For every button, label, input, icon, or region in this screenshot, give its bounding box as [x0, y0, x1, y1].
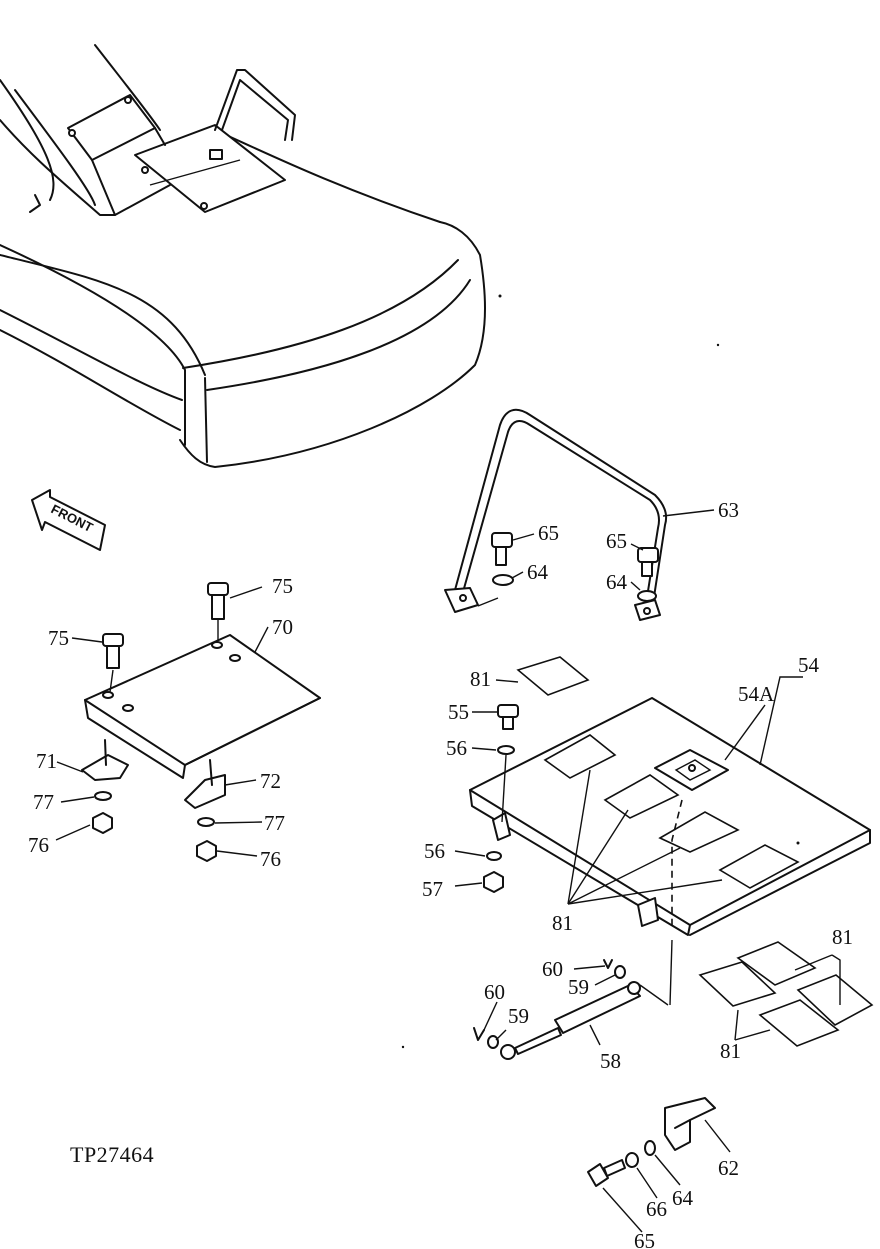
callout-57: 57: [422, 877, 443, 901]
leader-lines: [55, 509, 841, 1233]
bracket-72: [184, 759, 226, 809]
callout-75: 75: [48, 626, 69, 650]
callout-77: 77: [33, 790, 54, 814]
washer-64-right: [637, 590, 657, 602]
callout-63: 63: [718, 498, 739, 522]
callout-64: 64: [606, 570, 628, 594]
callout-71: 71: [36, 749, 57, 773]
callout-55: 55: [448, 700, 469, 724]
callout-81: 81: [720, 1039, 741, 1063]
gas-strut-58: [500, 981, 669, 1060]
callout-81: 81: [470, 667, 491, 691]
washer-77-left: [94, 791, 112, 801]
bolt-55: [497, 704, 519, 730]
callout-66: 66: [646, 1197, 667, 1221]
washer-77-right: [197, 817, 215, 827]
washer-66: [625, 1152, 639, 1168]
washer-59-upper: [614, 965, 626, 979]
callout-56: 56: [424, 839, 445, 863]
callout-60: 60: [542, 957, 563, 981]
callout-59: 59: [508, 1004, 529, 1028]
bracket-71: [81, 739, 129, 781]
washer-64-latch: [644, 1140, 656, 1156]
latch-62: [664, 1097, 716, 1151]
callout-54: 54: [798, 653, 820, 677]
callout-76: 76: [260, 847, 281, 871]
decal-81-loose: [516, 656, 590, 696]
washer-56-lower: [486, 851, 502, 861]
callout-labels: 75 75 70 71 72 77 77 76 76 65 64 65 64 6…: [28, 498, 853, 1249]
grab-handle-63: [444, 408, 668, 621]
nut-57: [483, 871, 504, 893]
callout-56: 56: [446, 736, 467, 760]
callout-75: 75: [272, 574, 293, 598]
callout-77: 77: [264, 811, 285, 835]
bolt-75-left: [102, 633, 124, 669]
clip-60-lower: [473, 1027, 485, 1041]
callout-70: 70: [272, 615, 293, 639]
callout-76: 76: [28, 833, 49, 857]
callout-81: 81: [832, 925, 853, 949]
bolt-75-top: [207, 582, 229, 620]
washer-59-lower: [487, 1035, 499, 1049]
washer-56-upper: [497, 745, 515, 755]
decal-sheet-81: [698, 941, 874, 1047]
callout-60: 60: [484, 980, 505, 1004]
nut-76-right: [196, 840, 217, 862]
callout-64: 64: [527, 560, 549, 584]
screw-65-latch: [587, 1159, 626, 1187]
callout-58: 58: [600, 1049, 621, 1073]
clip-60-upper: [603, 959, 613, 969]
bolt-65-right: [637, 547, 659, 577]
callout-62: 62: [718, 1156, 739, 1180]
hood-panel-54: [469, 697, 871, 936]
callout-65: 65: [634, 1229, 655, 1249]
cover-plate-70: [84, 634, 321, 779]
callout-54A: 54A: [738, 682, 775, 706]
front-arrow-icon: FRONT: [31, 489, 106, 551]
washer-64-left: [492, 574, 514, 586]
callout-64: 64: [672, 1186, 694, 1210]
callout-65: 65: [538, 521, 559, 545]
callout-72: 72: [260, 769, 281, 793]
figure-reference: TP27464: [70, 1142, 154, 1167]
callout-81: 81: [552, 911, 573, 935]
callout-65: 65: [606, 529, 627, 553]
bolt-65-left: [491, 532, 513, 566]
machine-body: [0, 44, 486, 468]
nut-76-left: [92, 812, 113, 834]
callout-59: 59: [568, 975, 589, 999]
